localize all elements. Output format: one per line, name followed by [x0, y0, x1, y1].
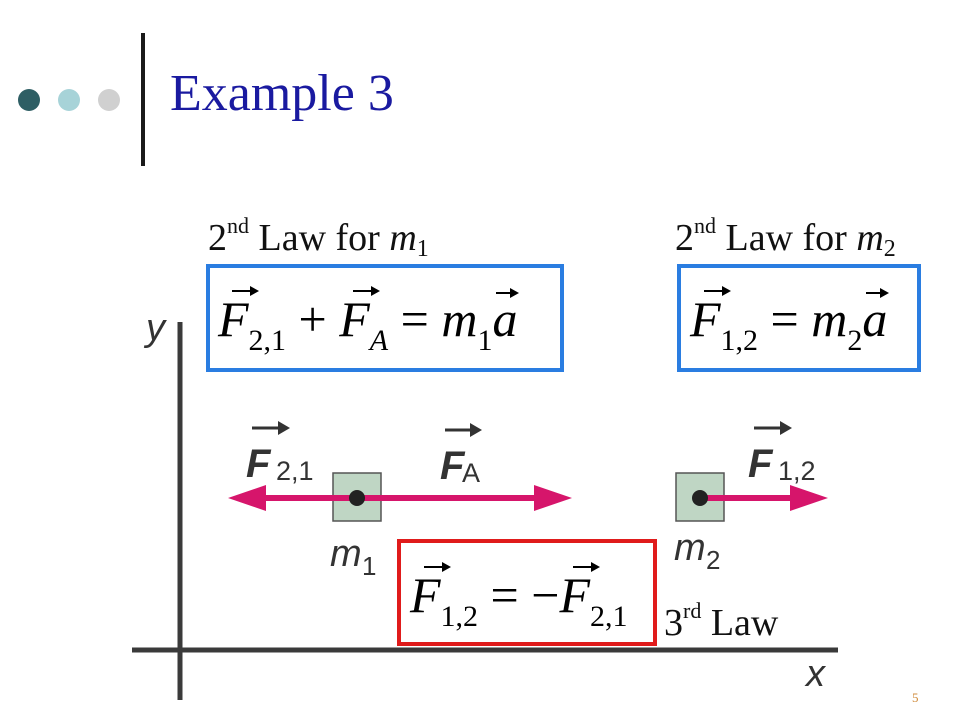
law-label-m2: 2nd Law for m2	[675, 213, 896, 262]
y-axis-label: y	[143, 307, 167, 349]
svg-text:F: F	[246, 442, 272, 486]
svg-text:1: 1	[362, 551, 376, 581]
x-axis-label: x	[804, 653, 827, 695]
svg-text:F: F	[748, 442, 774, 486]
svg-text:F: F	[440, 444, 466, 488]
svg-text:m: m	[330, 533, 362, 575]
label-F21: F 2,1	[246, 421, 314, 486]
equation-box-m1	[206, 264, 564, 372]
law-label-third: 3rd Law	[664, 598, 779, 644]
m2-center-dot	[692, 490, 708, 506]
title-divider	[141, 33, 145, 166]
slide-number: 5	[912, 690, 919, 705]
bullet-dot-dark	[18, 89, 40, 111]
equation-m1: F2,1 + FA = m1a	[218, 286, 520, 357]
svg-text:2: 2	[706, 545, 720, 575]
bullet-dot-teal	[58, 89, 80, 111]
arrow-F12-head	[790, 485, 828, 511]
svg-text:2,1: 2,1	[276, 456, 314, 486]
equation-box-m2	[677, 264, 921, 372]
svg-text:1,2: 1,2	[778, 456, 816, 486]
svg-text:A: A	[462, 458, 480, 488]
equation-third-law: F1,2 = −F2,1	[410, 562, 628, 633]
label-FA: F A	[440, 423, 482, 488]
arrow-F21-head	[228, 485, 266, 511]
svg-text:m: m	[674, 527, 706, 569]
law-label-m1: 2nd Law for m1	[208, 213, 429, 262]
label-F12: F 1,2	[748, 421, 816, 486]
label-m1: m 1	[330, 533, 376, 581]
m1-center-dot	[349, 490, 365, 506]
slide-title: Example 3	[170, 65, 394, 122]
arrow-FA-head	[534, 485, 572, 511]
bullet-dot-gray	[98, 89, 120, 111]
equation-m2: F1,2 = m2a	[690, 286, 890, 357]
label-m2: m 2	[674, 527, 720, 575]
equation-box-third-law	[397, 539, 657, 646]
